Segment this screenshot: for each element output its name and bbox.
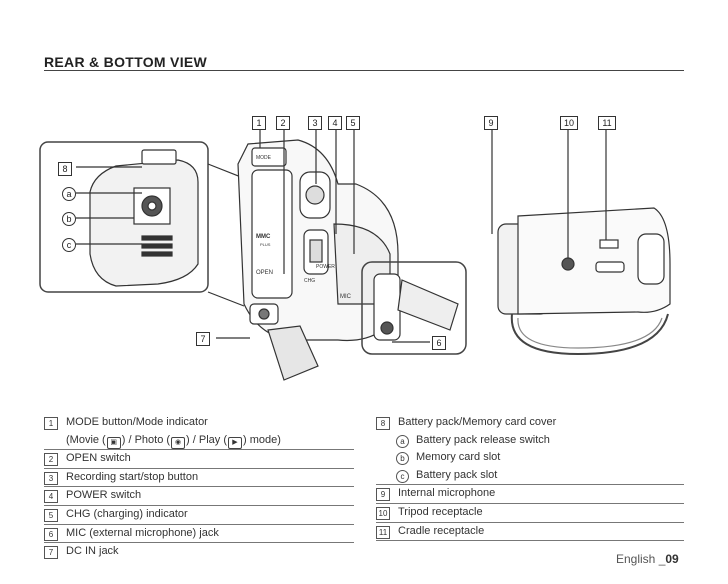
list-item: b Memory card slot (376, 449, 684, 467)
callout-6: 6 (432, 336, 446, 350)
list-item: 2 OPEN switch (44, 450, 354, 469)
footer-language: English _ (616, 552, 666, 566)
mode-description: (Movie (▣) / Photo (◉) / Play (▶) mode) (66, 432, 281, 450)
item-letter: a (396, 434, 409, 448)
list-item: 9 Internal microphone (376, 485, 684, 504)
list-item: 3 Recording start/stop button (44, 469, 354, 488)
callout-2: 2 (276, 116, 290, 130)
page-title: REAR & BOTTOM VIEW (44, 54, 208, 70)
list-item: 5 CHG (charging) indicator (44, 506, 354, 525)
camcorder-diagram: 1 2 3 4 5 6 7 8 9 10 11 a b c MODE MMC P… (38, 104, 688, 404)
item-number: 4 (44, 490, 58, 504)
callout-10: 10 (560, 116, 578, 130)
movie-icon: ▣ (106, 436, 121, 449)
right-legend: 8 Battery pack/Memory card cover a Batte… (376, 414, 684, 542)
plus-label: PLUS (260, 242, 271, 247)
callout-11: 11 (598, 116, 616, 130)
item-number: 5 (44, 508, 58, 522)
item-letter: c (396, 469, 409, 483)
item-number: 8 (376, 417, 390, 430)
list-item: 8 Battery pack/Memory card cover (376, 414, 684, 432)
list-item: (Movie (▣) / Photo (◉) / Play (▶) mode) (44, 432, 354, 451)
item-number: 2 (44, 453, 58, 467)
callout-4: 4 (328, 116, 342, 130)
list-item: 1 MODE button/Mode indicator (44, 414, 354, 432)
list-item: a Battery pack release switch (376, 432, 684, 450)
item-number: 10 (376, 506, 390, 520)
camcorder-illustration (39, 128, 671, 381)
callout-c: c (62, 238, 76, 252)
callout-7: 7 (196, 332, 210, 346)
callout-5: 5 (346, 116, 360, 130)
list-item: 7 DC IN jack (44, 543, 354, 561)
callout-b: b (62, 212, 76, 226)
list-item: 6 MIC (external microphone) jack (44, 525, 354, 544)
item-number: 6 (44, 527, 58, 541)
item-number: 3 (44, 471, 58, 485)
left-legend: 1 MODE button/Mode indicator (Movie (▣) … (44, 414, 354, 561)
item-number: 1 (44, 417, 58, 430)
list-item: 4 POWER switch (44, 487, 354, 506)
power-label: POWER (316, 264, 335, 270)
open-label: OPEN (256, 270, 274, 276)
camera-icon: ◉ (171, 436, 186, 449)
callout-a: a (62, 187, 76, 201)
callout-9: 9 (484, 116, 498, 130)
item-letter: b (396, 452, 409, 466)
item-number: 7 (44, 546, 58, 560)
page-number: 09 (665, 552, 679, 566)
title-divider (44, 70, 684, 71)
item-number: 9 (376, 488, 390, 502)
mic-label: MIC (340, 294, 351, 300)
item-number: 11 (376, 525, 390, 539)
callout-1: 1 (252, 116, 266, 130)
list-item: 11 Cradle receptacle (376, 523, 684, 542)
mmc-label: MMC (256, 234, 271, 240)
page-footer: English _09 (616, 552, 679, 566)
list-item: 10 Tripod receptacle (376, 504, 684, 523)
list-item: c Battery pack slot (376, 467, 684, 486)
mode-label: MODE (256, 155, 271, 161)
chg-label: CHG (304, 278, 316, 284)
play-icon: ▶ (227, 436, 242, 449)
callout-8: 8 (58, 162, 72, 176)
callout-3: 3 (308, 116, 322, 130)
